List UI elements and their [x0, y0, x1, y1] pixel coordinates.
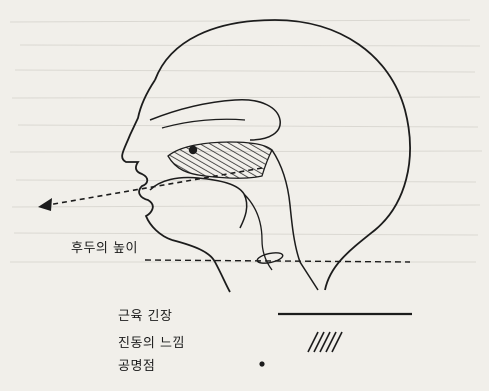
legend-muscle-tension-label: 근육 긴장: [118, 305, 172, 324]
larynx-ellipse: [256, 251, 283, 265]
pharynx: [272, 150, 318, 290]
sound-projection-arrowhead: [38, 198, 52, 211]
resonance-point-dot: [189, 146, 197, 154]
legend-vibration-label: 진동의 느낌: [118, 332, 185, 351]
larynx-height-label: 후두의 높이: [71, 237, 138, 256]
vibration-hatch-icon: [308, 332, 342, 352]
legend-resonance-point-label: 공명점: [118, 355, 155, 374]
background-texture: [10, 20, 482, 262]
vibration-region: [168, 142, 272, 178]
resonance-point-dot-icon: [259, 361, 264, 366]
face-profile: [122, 80, 172, 240]
nasal-passage: [162, 119, 245, 128]
neck-front: [172, 240, 230, 292]
tongue: [150, 178, 247, 229]
